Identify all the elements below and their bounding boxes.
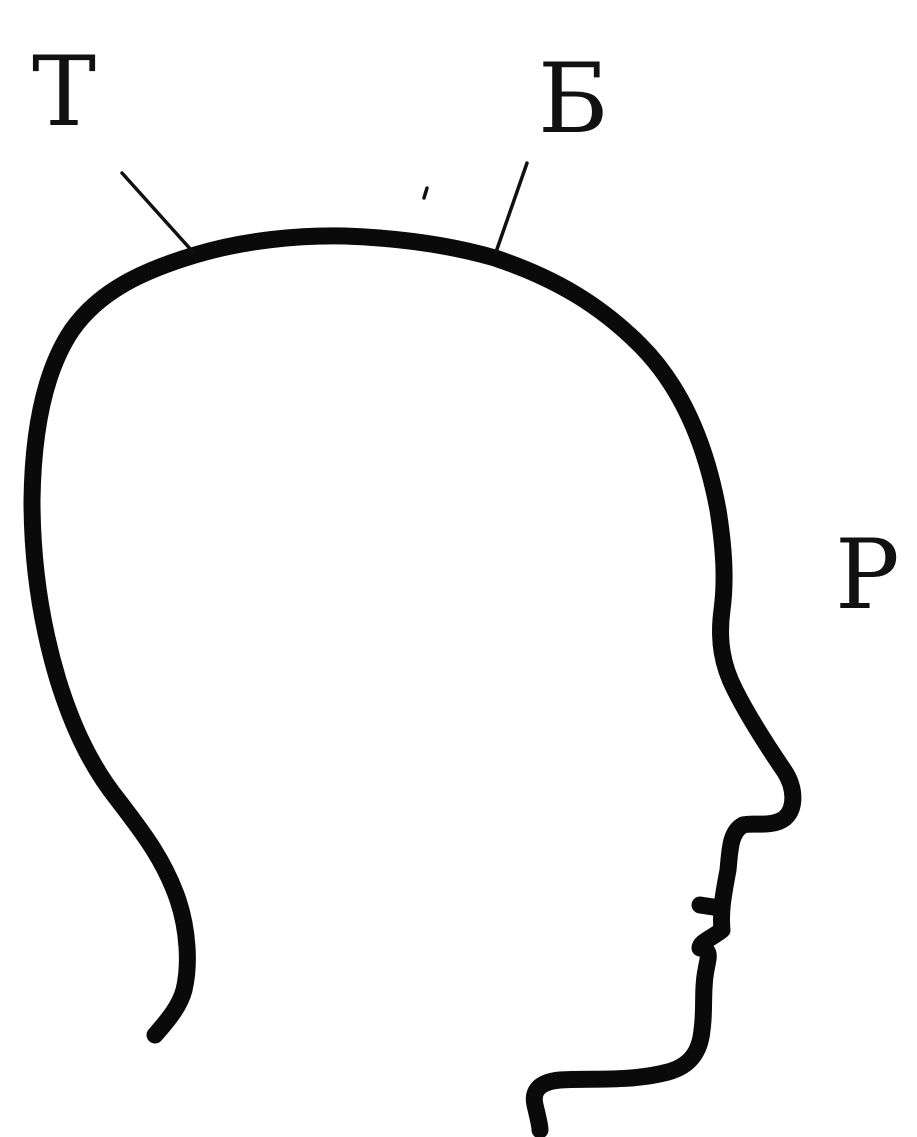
lip-mark <box>700 905 720 908</box>
small-dot-mark <box>424 188 427 198</box>
pointer-line-t <box>122 173 193 252</box>
label-r: Р <box>835 519 900 631</box>
head-profile-outline <box>32 236 793 1130</box>
label-t: Т <box>32 36 96 148</box>
label-b: Б <box>538 43 609 155</box>
pointer-line-b <box>496 163 527 252</box>
